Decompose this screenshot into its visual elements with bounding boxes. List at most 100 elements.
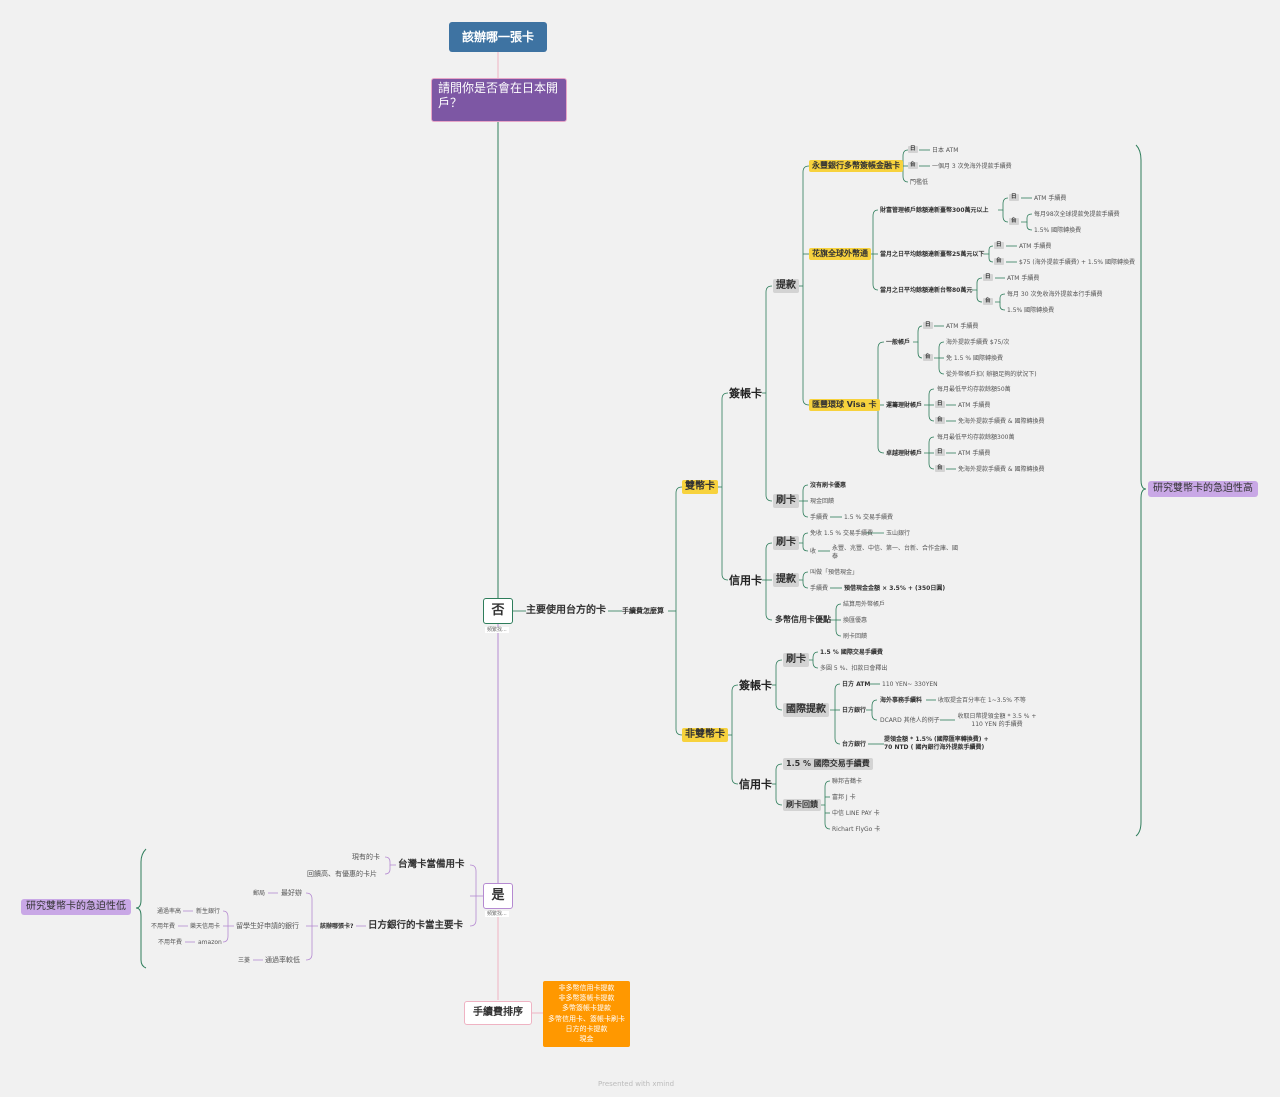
dual-credit[interactable]: 信用卡: [729, 574, 762, 587]
nondual-i3v: 提領金額 * 1.5% (國際匯率轉換費) + 70 NTD ( 國內銀行海外提…: [884, 736, 989, 751]
citi-a3: 1.5% 國際轉換費: [1034, 227, 1082, 234]
citi-tier-b: 當月之日平均餘額達新臺幣25萬元以下: [880, 251, 985, 258]
nondual-i2: 日方銀行: [842, 707, 867, 714]
dual-debit-withdraw[interactable]: 提款: [773, 279, 799, 293]
dual-debit-swipe-1: 沒有刷卡優惠: [810, 482, 847, 489]
right-summary[interactable]: 研究雙幣卡的急迫性高: [1148, 481, 1258, 497]
yes-topic[interactable]: 是: [483, 883, 513, 909]
dual-credit-w2: 手續費: [810, 585, 829, 592]
dual-credit-sw2: 收: [810, 548, 817, 555]
left-summary[interactable]: 研究雙幣卡的急迫性低: [21, 899, 131, 915]
dual-credit-w1: 叫做「預借現金」: [810, 569, 859, 576]
nondual-r1: 聯邦吉鶴卡: [832, 778, 863, 785]
citi-a2: 每月98次全球提款免提款手續費: [1034, 211, 1120, 218]
ranking-item: 非多幣簽帳卡提款: [558, 994, 615, 1003]
question-topic[interactable]: 請問你是否會在日本開戶？: [431, 78, 567, 122]
yongfeng-tw-tag: 台: [908, 162, 918, 169]
yongfeng-jp-tag: 日: [908, 146, 918, 153]
citi-b-tw: 台: [994, 258, 1004, 265]
citi-c-tw: 台: [983, 298, 993, 305]
tw-existing: 現有的卡: [352, 853, 380, 861]
fee-how[interactable]: 手續費怎麼算: [622, 607, 664, 615]
hsbc-p-jp: 日: [935, 401, 945, 408]
citi-tier-a: 財富管理帳戶餘額達新臺幣300萬元以上: [880, 207, 989, 214]
citi-b2: $75 (海外提款手續費) + 1.5% 國際轉換費: [1019, 259, 1136, 266]
tw-high-reward: 回饋高、有優惠的卡片: [307, 870, 377, 878]
dual-credit-swipe[interactable]: 刷卡: [773, 536, 799, 550]
dual-debit-swipe[interactable]: 刷卡: [773, 494, 799, 508]
nondual-i2b: DCARD 其他人的例子: [880, 717, 940, 724]
main-tw-card[interactable]: 主要使用台方的卡: [526, 605, 606, 616]
dual-credit-sw1v: 玉山銀行: [886, 530, 911, 537]
hsbc-p0: 每月最低平均存款餘額50萬: [937, 386, 1011, 393]
ranking-item: 非多幣信用卡提款: [558, 984, 615, 992]
tw-backup-card[interactable]: 台灣卡當備用卡: [398, 859, 465, 870]
yongfeng-threshold: 門檻低: [910, 179, 929, 186]
dual-credit-w2v: 預借現金金額 × 3.5% + (350日圓): [844, 585, 946, 592]
hsbc-g1: ATM 手續費: [946, 323, 979, 330]
multi-credit-benefits[interactable]: 多幣信用卡優點: [775, 615, 831, 624]
dual-credit-sw1: 免收 1.5 % 交易手續費: [810, 530, 873, 537]
nondual-credit-reward[interactable]: 刷卡回饋: [783, 799, 821, 811]
dual-debit-swipe-3v: 1.5 % 交易手續費: [844, 514, 894, 521]
root-topic[interactable]: 該辦哪一張卡: [449, 22, 547, 52]
ranking-item: 日方的卡提款: [565, 1024, 608, 1033]
no-label: 否: [491, 603, 505, 619]
nondual-i2bv: 收取日幣提領金額 * 3.5 % + 110 YEN 的手續費: [957, 713, 1037, 728]
hsbc-q-jp: 日: [935, 449, 945, 456]
citi-c1: ATM 手續費: [1007, 275, 1040, 282]
dual-debit[interactable]: 簽帳卡: [729, 387, 762, 400]
multi-m1: 結算用外幣帳戶: [843, 601, 886, 608]
dual-credit-withdraw[interactable]: 提款: [773, 573, 799, 587]
multi-m3: 刷卡回饋: [843, 633, 868, 640]
hsbc-general: 一般帳戶: [886, 339, 911, 346]
nondual-r2: 富邦 J 卡: [832, 794, 856, 801]
citi-b-jp: 日: [994, 242, 1004, 249]
nondual-r3: 中信 LINE PAY 卡: [832, 810, 880, 817]
yongfeng-jp-val: 日本 ATM: [932, 147, 959, 154]
hsbc-premier: 運籌理財帳戶: [886, 402, 923, 409]
yes-note: 頻繁找...: [485, 911, 509, 917]
fee-ranking-topic[interactable]: 手續費排序: [464, 1001, 532, 1025]
citi-a-jp: 日: [1009, 194, 1019, 201]
hsbc-g4: 從外幣帳戶扣( 辦額足夠的狀況下): [946, 371, 1037, 378]
dual-credit-sw2v: 永豐、兆豐、中信、第一、台新、合作金庫、國泰: [832, 545, 959, 560]
nondual-credit-fee[interactable]: 1.5 % 國際交易手續費: [783, 758, 873, 770]
hsbc-p1: ATM 手續費: [958, 402, 991, 409]
non-dual-card[interactable]: 非雙幣卡: [682, 728, 728, 742]
nondual-s2: 多圓 5 %、扣款日會釋出: [820, 665, 888, 672]
citi-b1: ATM 手續費: [1019, 243, 1052, 250]
jp-st3: amazon: [198, 939, 222, 946]
question-label: 請問你是否會在日本開戶？: [438, 81, 559, 110]
nondual-i2a: 海外事務手續料: [880, 697, 923, 704]
jp-easiest: 最好辦: [281, 889, 302, 897]
fee-ranking-list: 非多幣信用卡提款 非多幣簽帳卡提款 多幣簽帳卡提款 多幣信用卡、簽帳卡刷卡 日方…: [543, 981, 630, 1047]
hsbc-q2: 免海外提款手續費 & 國際轉換費: [958, 466, 1045, 473]
hsbc-card[interactable]: 匯豐環球 Visa 卡: [809, 399, 880, 411]
hsbc-q-tw: 台: [935, 465, 945, 472]
jp-st2: 樂天信用卡: [190, 923, 221, 930]
nondual-credit[interactable]: 信用卡: [739, 778, 772, 791]
ranking-item: 多幣簽帳卡提款: [562, 1004, 611, 1013]
hsbc-g2: 海外提款手續費 $75/次: [946, 339, 1010, 346]
nondual-s1: 1.5 % 國際交易手續費: [820, 649, 883, 656]
dual-currency-card[interactable]: 雙幣卡: [682, 480, 718, 494]
jp-easiest-note: 郵局: [253, 890, 266, 897]
dual-debit-swipe-2: 現金回饋: [810, 498, 835, 505]
nondual-i2av: 收取提金百分率在 1~3.5% 不等: [938, 697, 1026, 704]
hsbc-g3: 免 1.5 % 國際轉換費: [946, 355, 1003, 362]
nondual-debit[interactable]: 簽帳卡: [739, 679, 772, 692]
yongfeng-card[interactable]: 永豐銀行多幣簽帳金融卡: [809, 160, 903, 172]
citi-c2: 每月 30 次免收海外提款本行手續費: [1007, 291, 1103, 298]
no-topic[interactable]: 否: [483, 598, 513, 624]
hsbc-elite: 卓越理財帳戶: [886, 450, 923, 457]
jp-low-pass: 通過率較低: [265, 956, 300, 964]
nondual-r4: Richart FlyGo 卡: [832, 826, 881, 833]
jp-st1: 新生銀行: [196, 908, 221, 915]
nondual-debit-swipe[interactable]: 刷卡: [783, 653, 809, 667]
nondual-intl-withdraw[interactable]: 國際提款: [783, 703, 829, 717]
yongfeng-tw-val: 一個月 3 次免海外提款手續費: [932, 163, 1012, 170]
citi-card[interactable]: 花旗全球外幣通: [809, 248, 871, 260]
jp-main-card[interactable]: 日方銀行的卡當主要卡: [368, 920, 464, 931]
